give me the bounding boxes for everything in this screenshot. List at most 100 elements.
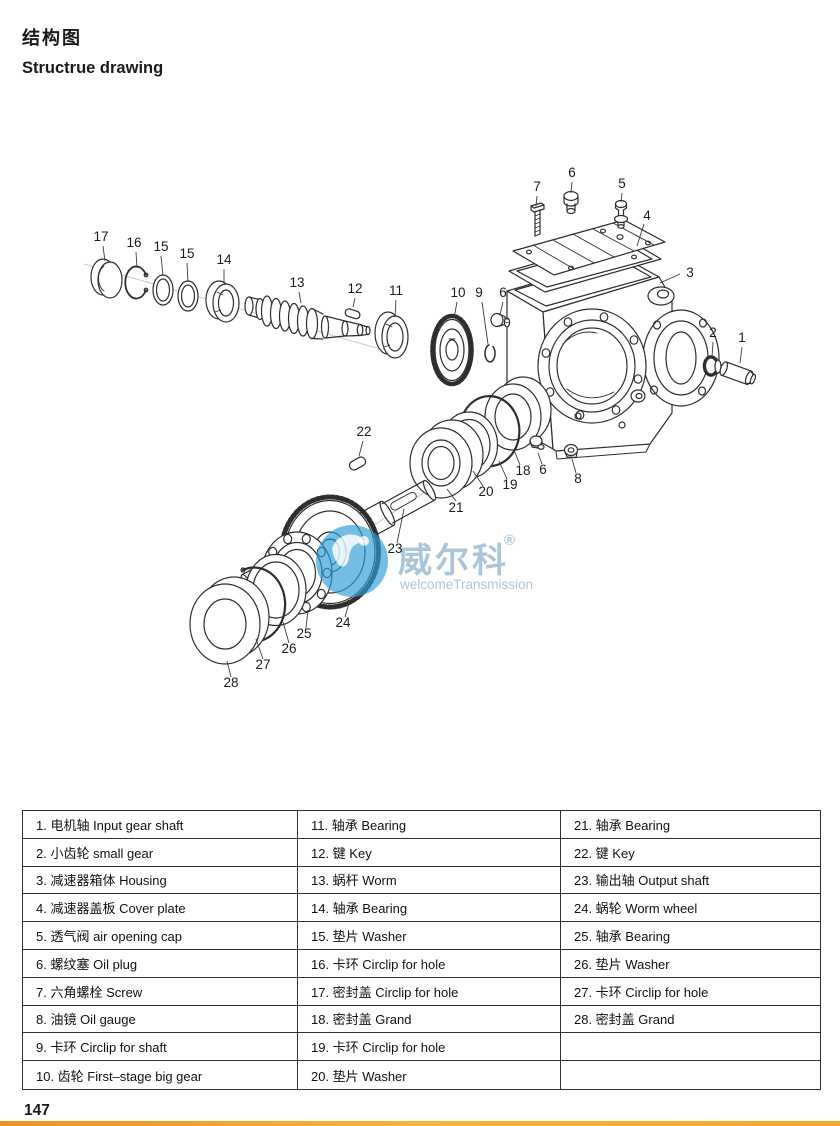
callout-leader-line <box>255 638 264 660</box>
callout-number-24: 24 <box>335 615 351 630</box>
part-housing <box>506 256 720 460</box>
callout-leader-line <box>352 297 356 308</box>
parts-table-cell: 13. 蜗杆 Worm <box>298 867 560 895</box>
callout-leader-line <box>160 255 164 277</box>
callout-number-12: 12 <box>347 281 362 296</box>
callout-number-2: 2 <box>709 325 717 340</box>
parts-table-cell: 24. 蜗轮 Worm wheel <box>561 894 820 923</box>
callout-leader-line <box>659 273 681 284</box>
parts-table-cell: 27. 卡环 Circlip for hole <box>561 978 820 1006</box>
callout-number-1: 1 <box>738 330 746 345</box>
parts-table-cell: 14. 轴承 Bearing <box>298 894 560 923</box>
parts-table-cell: 8. 油镜 Oil gauge <box>23 1006 297 1034</box>
callout-leader-line <box>535 195 538 207</box>
page-title-english: Structrue drawing <box>22 59 164 77</box>
callout-number-27: 27 <box>255 657 270 672</box>
watermark: 威尔科 ® welcomeTransmission <box>316 525 533 597</box>
callout-number-23: 23 <box>387 541 402 556</box>
part-bearing-14 <box>205 280 240 323</box>
part-seal-cap-17 <box>90 258 123 299</box>
part-oil-plug-6-mid <box>490 312 511 328</box>
parts-table-cell: 25. 轴承 Bearing <box>561 922 820 950</box>
callout-leader-line <box>135 251 138 269</box>
watermark-chinese: 威尔科 <box>398 542 509 580</box>
callout-number-14: 14 <box>216 252 232 267</box>
part-air-cap-5 <box>613 199 629 229</box>
callout-leader-line <box>298 291 302 304</box>
callout-number-11: 11 <box>389 283 403 298</box>
callout-leader-line <box>513 449 521 466</box>
part-circlip-9 <box>484 344 496 363</box>
callout-number-21: 21 <box>448 500 463 515</box>
callout-number-25: 25 <box>296 626 311 641</box>
callout-leader-line <box>396 508 405 544</box>
parts-table-cell: 6. 螺纹塞 Oil plug <box>23 950 297 978</box>
callout-leader-line <box>102 245 106 262</box>
parts-table-cell: 28. 密封盖 Grand <box>561 1006 820 1034</box>
callout-leader-line <box>282 621 290 644</box>
parts-table-cell: 2. 小齿轮 small gear <box>23 839 297 867</box>
callout-leader-line <box>498 460 508 480</box>
callout-leader-line <box>358 440 364 457</box>
part-small-gear-2 <box>702 355 722 377</box>
callout-number-4: 4 <box>643 208 651 223</box>
callout-number-13: 13 <box>289 275 304 290</box>
part-grand-28 <box>189 576 270 665</box>
callout-number-20: 20 <box>478 484 493 499</box>
callout-number-22: 22 <box>356 424 371 439</box>
callout-number-17: 17 <box>93 229 108 244</box>
page-title-chinese: 结构图 <box>22 28 82 48</box>
callout-number-28: 28 <box>223 675 238 690</box>
part-input-shaft-1 <box>719 361 757 386</box>
callout-leader-line <box>739 346 743 364</box>
parts-table-cell <box>561 1033 820 1062</box>
callout-leader-line <box>344 599 351 618</box>
part-bearing-21 <box>409 419 484 499</box>
part-oil-plug-6-low <box>529 435 545 450</box>
part-key-22 <box>348 456 367 471</box>
callout-number-7: 7 <box>533 179 541 194</box>
part-circlip-16 <box>124 265 149 300</box>
parts-table-cell: 22. 键 Key <box>561 839 820 867</box>
callout-leader-line <box>446 488 457 502</box>
watermark-logo-icon <box>316 525 388 597</box>
parts-table-cell: 9. 卡环 Circlip for shaft <box>23 1033 297 1062</box>
part-bearing-11 <box>374 311 409 359</box>
callout-number-10: 10 <box>450 285 465 300</box>
parts-table-cell: 5. 透气阀 air opening cap <box>23 922 297 950</box>
part-screw-7 <box>530 202 545 237</box>
part-oil-plug-6-top <box>563 190 579 215</box>
parts-table-cell: 18. 密封盖 Grand <box>298 1006 560 1034</box>
parts-table-cell: 21. 轴承 Bearing <box>561 811 820 839</box>
watermark-registered-mark: ® <box>504 532 515 549</box>
parts-table-cell: 3. 减速器箱体 Housing <box>23 867 297 895</box>
callout-leader-line <box>453 301 458 319</box>
parts-table-cell: 23. 输出轴 Output shaft <box>561 867 820 895</box>
callout-leader-line <box>636 223 645 247</box>
parts-table-cell: 10. 齿轮 First–stage big gear <box>36 1068 203 1084</box>
callout-number-3: 3 <box>686 265 694 280</box>
parts-table-cell: 20. 垫片 Washer <box>311 1068 407 1084</box>
parts-table-cell: 12. 键 Key <box>298 839 560 867</box>
parts-table-cell: 4. 减速器盖板 Cover plate <box>23 894 297 923</box>
callout-leader-line <box>226 660 232 678</box>
parts-table-cell: 17. 密封盖 Circlip for hole <box>298 978 560 1006</box>
callout-number-15: 15 <box>179 246 194 261</box>
parts-table-cell: 7. 六角螺栓 Screw <box>23 978 297 1006</box>
watermark-english: welcomeTransmission <box>399 577 533 592</box>
footer-accent-bar <box>0 1121 840 1126</box>
callout-number-19: 19 <box>502 477 517 492</box>
callout-number-8: 8 <box>574 471 582 486</box>
callout-leader-line <box>472 470 484 487</box>
callout-number-16: 16 <box>126 235 141 250</box>
callout-leader-line <box>570 181 573 194</box>
exploded-view-diagram: 威尔科 ® welcomeTransmission 76543171615151… <box>83 165 757 690</box>
callout-leader-line <box>571 458 577 474</box>
callout-number-26: 26 <box>281 641 296 656</box>
callout-number-5: 5 <box>618 176 626 191</box>
parts-table-cell: 1. 电机轴 Input gear shaft <box>23 811 297 839</box>
page-number: 147 <box>24 1102 50 1119</box>
